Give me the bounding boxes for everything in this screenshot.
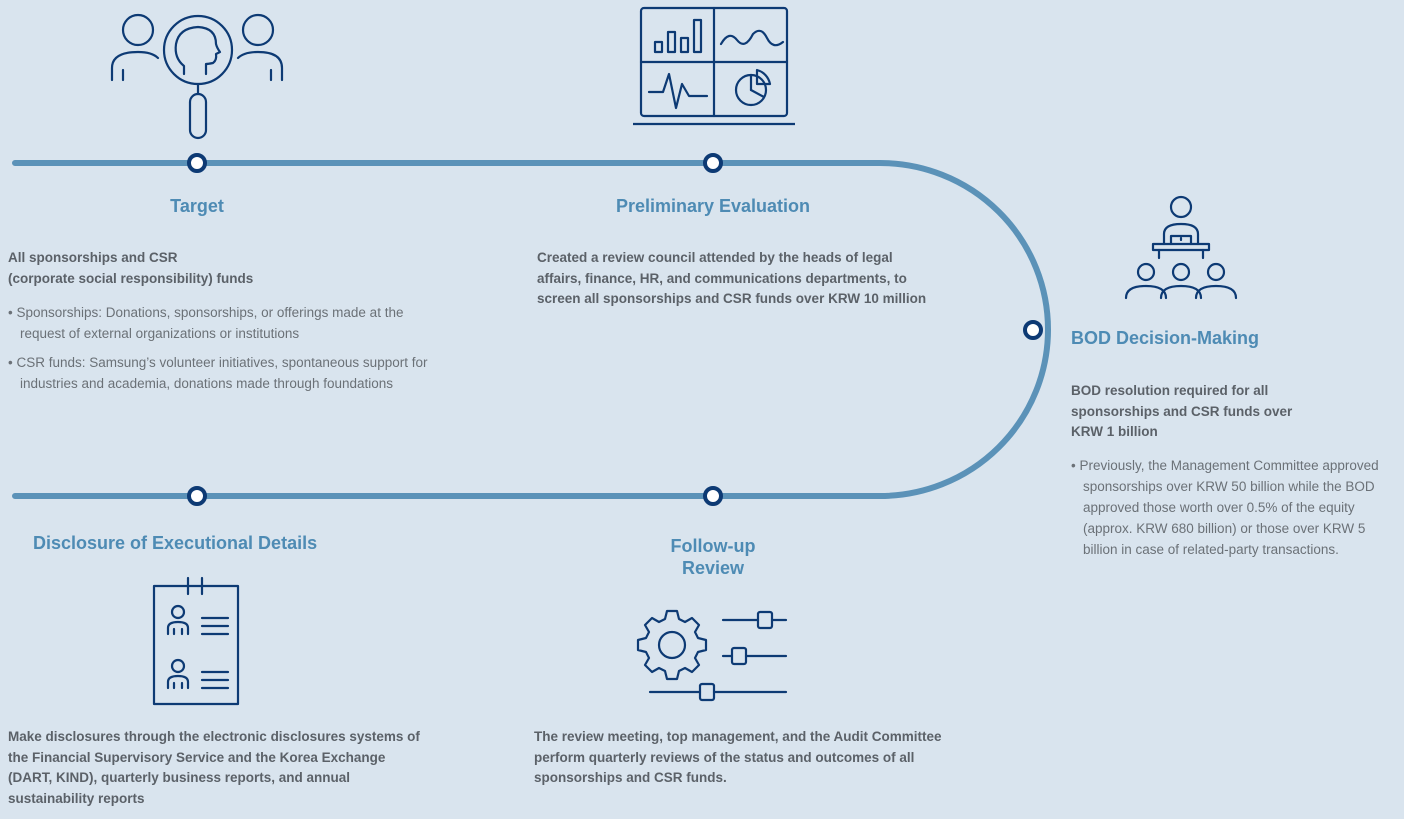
meeting-presenter-icon [1118, 194, 1246, 302]
step-title-disclosure: Disclosure of Executional Details [33, 533, 318, 553]
step-title-target: Target [170, 196, 224, 216]
dashboard-charts-icon [633, 4, 795, 126]
target-heading: All sponsorships and CSR (corporate soci… [8, 250, 254, 286]
gear-sliders-icon [636, 605, 796, 703]
preliminary-text: Created a review council attended by the… [537, 250, 927, 306]
target-bullet: CSR funds: Samsung’s volunteer initiativ… [8, 352, 448, 394]
step-title-bod: BOD Decision-Making [1071, 328, 1260, 348]
node-preliminary [703, 153, 723, 173]
step-title-preliminary: Preliminary Evaluation [615, 196, 811, 216]
bod-heading: BOD resolution required for all sponsors… [1071, 383, 1293, 439]
target-bullet-list: Sponsorships: Donations, sponsorships, o… [8, 302, 448, 402]
disclosure-text: Make disclosures through the electronic … [8, 729, 420, 806]
node-followup [703, 486, 723, 506]
clipboard-people-icon [150, 576, 242, 708]
node-target [187, 153, 207, 173]
node-bod [1023, 320, 1043, 340]
node-disclosure [187, 486, 207, 506]
step-title-followup: Follow-up Review [670, 536, 756, 578]
person-search-icon [106, 8, 288, 140]
bod-bullet-list: Previously, the Management Committee app… [1071, 455, 1389, 568]
bod-bullet: Previously, the Management Committee app… [1071, 455, 1389, 560]
followup-text: The review meeting, top management, and … [534, 729, 942, 785]
target-bullet: Sponsorships: Donations, sponsorships, o… [8, 302, 448, 344]
